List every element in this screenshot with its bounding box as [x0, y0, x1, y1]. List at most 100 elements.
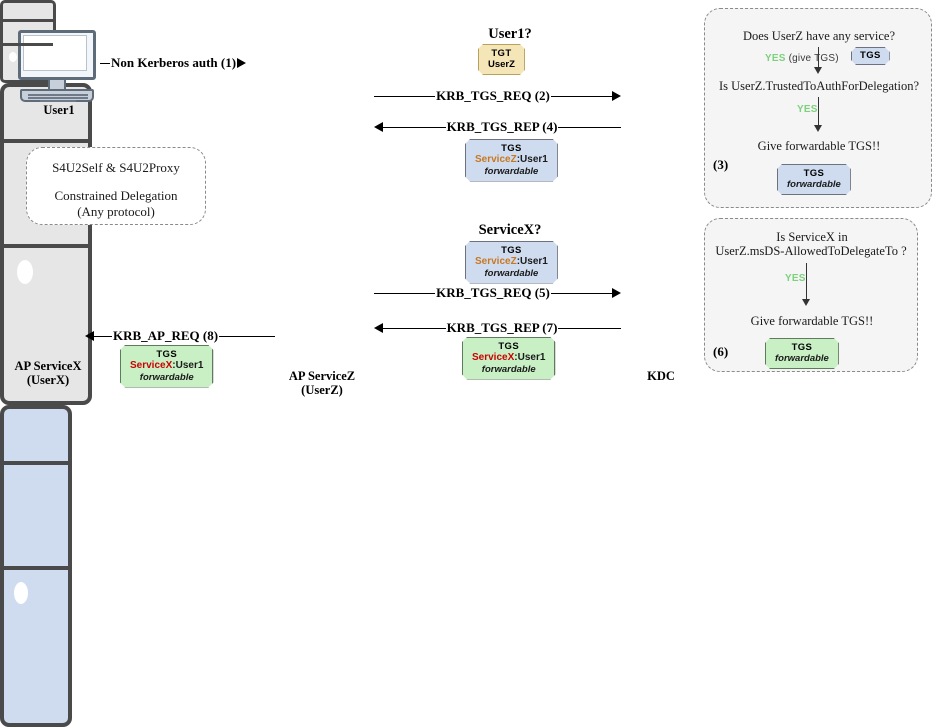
flow-non-kerberos-auth-label: Non Kerberos auth (1): [111, 55, 237, 70]
flow-krb-tgs-rep-4: KRB_TGS_REP (4): [374, 119, 621, 135]
arrowhead-down-icon: [802, 299, 810, 306]
ticket-service: ServiceX: [130, 360, 173, 371]
tower-bay-mid: [4, 461, 68, 566]
ticket-tgs-servicex-user1-rep: TGS ServiceX:User1 forwardable: [462, 337, 555, 380]
ticket-tgs-forwardable-6: TGS forwardable: [765, 338, 839, 369]
ticket-tgs-servicez-user1-rep: TGS ServiceZ:User1 forwardable: [465, 139, 558, 182]
ticket-principal: ServiceX:User1: [472, 352, 545, 364]
arrowhead-right-icon: [237, 58, 247, 68]
flow-krb-ap-req-8-label: KRB_AP_REQ (8): [113, 328, 219, 343]
ticket-head: TGS: [156, 349, 178, 360]
ticket-separator: :: [516, 154, 521, 165]
arrowhead-left-icon: [374, 122, 383, 132]
ticket-principal: ServiceZ:User1: [475, 154, 548, 166]
flow-line-right: [550, 95, 613, 97]
note-line-1: S4U2Self & S4U2Proxy: [52, 160, 180, 175]
flow-krb-tgs-req-2: KRB_TGS_REQ (2): [374, 88, 622, 104]
flow-krb-tgs-rep-4-label: KRB_TGS_REP (4): [446, 119, 558, 134]
kdc-result-3: Give forwardable TGS!!: [757, 139, 881, 153]
power-led-icon: [14, 582, 28, 604]
kdc-yes-2: YES: [797, 104, 818, 115]
kdc-decision-panel-3: Does UserZ have any service? YES (give T…: [704, 8, 932, 208]
tower-bay-bottom: [4, 244, 88, 401]
ticket-head: TGS: [501, 245, 522, 256]
kdc-yes-1-text: YES: [765, 53, 786, 64]
arrowhead-left-icon: [374, 323, 383, 333]
kdc-question-6-line1: Is ServiceX in: [776, 230, 848, 244]
flow-krb-tgs-req-5: KRB_TGS_REQ (5): [374, 285, 622, 301]
kdc-yes-1: YES (give TGS): [765, 53, 839, 64]
flow-line-left: [374, 292, 436, 294]
ticket-flag: forwardable: [775, 353, 829, 364]
flow-line-left: [94, 335, 112, 337]
monitor-stand-icon: [48, 80, 66, 89]
ticket-flag: forwardable: [139, 371, 194, 383]
ticket-service: ServiceZ: [475, 154, 517, 165]
ticket-head: TGS: [501, 143, 522, 154]
ticket-service: ServiceX: [472, 352, 515, 363]
arrowhead-down-icon: [814, 125, 822, 132]
s4u-note-box: S4U2Self & S4U2Proxy Constrained Delegat…: [26, 147, 206, 225]
kdc-step-number-3: (3): [713, 157, 729, 172]
ap-servicex-label: AP ServiceX (UserX): [0, 359, 108, 387]
tower-bay-mid: [4, 139, 88, 244]
connector-line-2: [818, 97, 819, 125]
flow-line-right: [558, 126, 621, 128]
flow-krb-tgs-req-5-label: KRB_TGS_REQ (5): [436, 285, 550, 300]
keyboard-icon: [20, 89, 94, 102]
tower-bay-mid: [3, 19, 53, 43]
ticket-user: User1: [175, 360, 204, 371]
ap-servicex-node: [0, 0, 56, 83]
tower-bay-bottom: [3, 43, 53, 80]
flow-line: [100, 62, 110, 64]
flow-krb-tgs-rep-7-label: KRB_TGS_REP (7): [446, 320, 558, 335]
flow-line-right: [558, 327, 621, 329]
ticket-head: TGS: [860, 50, 881, 61]
flow-krb-tgs-req-2-label: KRB_TGS_REQ (2): [436, 88, 550, 103]
user1-question-title: User1?: [488, 26, 532, 42]
kdc-label: KDC: [647, 369, 675, 383]
ticket-head: TGS: [498, 341, 520, 352]
kdc-yes-1-note: (give TGS): [788, 53, 839, 64]
ticket-user: User1: [517, 352, 546, 363]
ticket-separator: :: [172, 360, 176, 371]
ticket-head: TGS: [791, 342, 813, 353]
ticket-flag: forwardable: [484, 267, 539, 279]
ap-servicex-label-line1: AP ServiceX: [14, 359, 82, 373]
ticket-separator: :: [516, 256, 521, 267]
flow-non-kerberos-auth: Non Kerberos auth (1): [100, 55, 258, 71]
user1-label: User1: [43, 103, 75, 117]
ticket-principal: ServiceZ:User1: [475, 256, 548, 268]
kdc-yes-6: YES: [785, 273, 806, 284]
kdc-step-number-6: (6): [713, 344, 729, 359]
kdc-question-1: Does UserZ have any service?: [742, 29, 895, 43]
note-line-3: (Any protocol): [77, 204, 155, 219]
flow-line-right: [219, 335, 275, 337]
ap-servicez-node: [0, 83, 92, 405]
servicex-question-title: ServiceX?: [478, 222, 542, 238]
connector-line-1: [818, 47, 819, 67]
connector-line-6: [806, 263, 807, 301]
kdc-result-6: Give forwardable TGS!!: [750, 314, 874, 328]
ticket-principal: ServiceX:User1: [130, 360, 203, 372]
ticket-head: TGT: [491, 48, 512, 59]
arrowhead-down-icon: [814, 67, 822, 74]
arrowhead-right-icon: [612, 91, 622, 101]
ap-servicez-label-line2: (UserZ): [301, 382, 343, 397]
flow-line-left: [383, 327, 446, 329]
kdc-question-6-line2: UserZ.msDS-AllowedToDelegateTo ?: [715, 244, 907, 258]
ticket-tgs-forwardable-3: TGS forwardable: [777, 164, 851, 195]
user1-node: [18, 30, 100, 120]
ap-servicez-label: AP ServiceZ (UserZ): [262, 369, 382, 397]
ticket-tgs-plain-small: TGS: [851, 47, 890, 65]
ticket-flag: forwardable: [481, 363, 536, 375]
kdc-question-2: Is UserZ.TrustedToAuthForDelegation?: [718, 79, 920, 93]
ticket-flag: forwardable: [484, 165, 539, 177]
flow-line-left: [374, 95, 436, 97]
ticket-tgt-userz: TGT UserZ: [478, 44, 525, 75]
tower-bay-top: [3, 3, 53, 19]
flow-krb-ap-req-8: KRB_AP_REQ (8): [85, 328, 275, 344]
tower-bay-top: [4, 87, 88, 139]
arrowhead-left-icon: [85, 331, 94, 341]
arrowhead-right-icon: [612, 288, 622, 298]
